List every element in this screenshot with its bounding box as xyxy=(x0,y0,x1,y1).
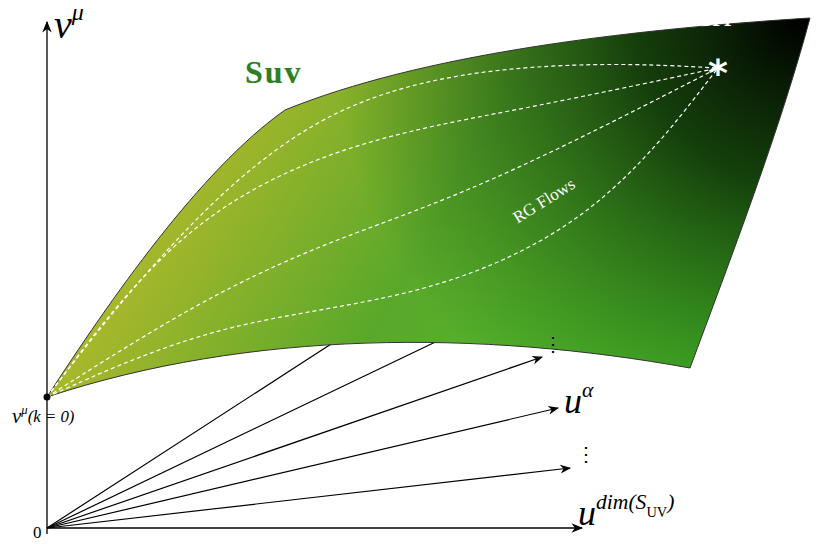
label-part: u xyxy=(564,381,582,421)
surface-text: Suv xyxy=(245,56,303,88)
surface-shade xyxy=(47,18,810,397)
label-part: v xyxy=(54,2,72,47)
math-label: vμ xyxy=(54,0,84,45)
math-label: ⋮ xyxy=(576,444,596,464)
surface-region: SuvNGFP*RG Flows xyxy=(40,8,816,406)
label-part: u xyxy=(578,493,596,533)
surface-text: * xyxy=(708,54,728,92)
math-label: vμ(k = 0) xyxy=(12,404,74,427)
basis-vector xyxy=(47,357,542,528)
surface-fill xyxy=(47,18,810,397)
label-part: v xyxy=(12,404,21,428)
math-label: ⋮ xyxy=(543,334,563,354)
math-label: uα xyxy=(564,380,593,419)
label-part: ⋮ xyxy=(576,443,596,465)
v-axis xyxy=(46,22,47,534)
surface-text: NGFP xyxy=(684,10,736,29)
rg-flow-line xyxy=(47,68,718,397)
label-part: ⋮ xyxy=(543,333,563,355)
label-part: dim(S xyxy=(596,490,646,514)
rg-flow-line xyxy=(47,68,718,397)
rg-flow-line xyxy=(47,68,718,397)
label-part: 0 xyxy=(33,523,42,542)
label-part: α xyxy=(582,378,593,402)
u-axis xyxy=(47,527,582,528)
rg-flow-line xyxy=(47,64,718,397)
basis-vector xyxy=(47,408,558,528)
math-label: 0 xyxy=(33,524,42,541)
label-part: UV xyxy=(646,504,667,520)
label-part: μ xyxy=(72,0,84,25)
math-label: udim(SUV) xyxy=(578,492,674,531)
label-part: (k = 0) xyxy=(28,407,75,426)
surface-drawing xyxy=(40,8,816,406)
label-part: ) xyxy=(667,490,674,514)
ir-point xyxy=(44,394,51,401)
label-part: μ xyxy=(21,403,27,417)
